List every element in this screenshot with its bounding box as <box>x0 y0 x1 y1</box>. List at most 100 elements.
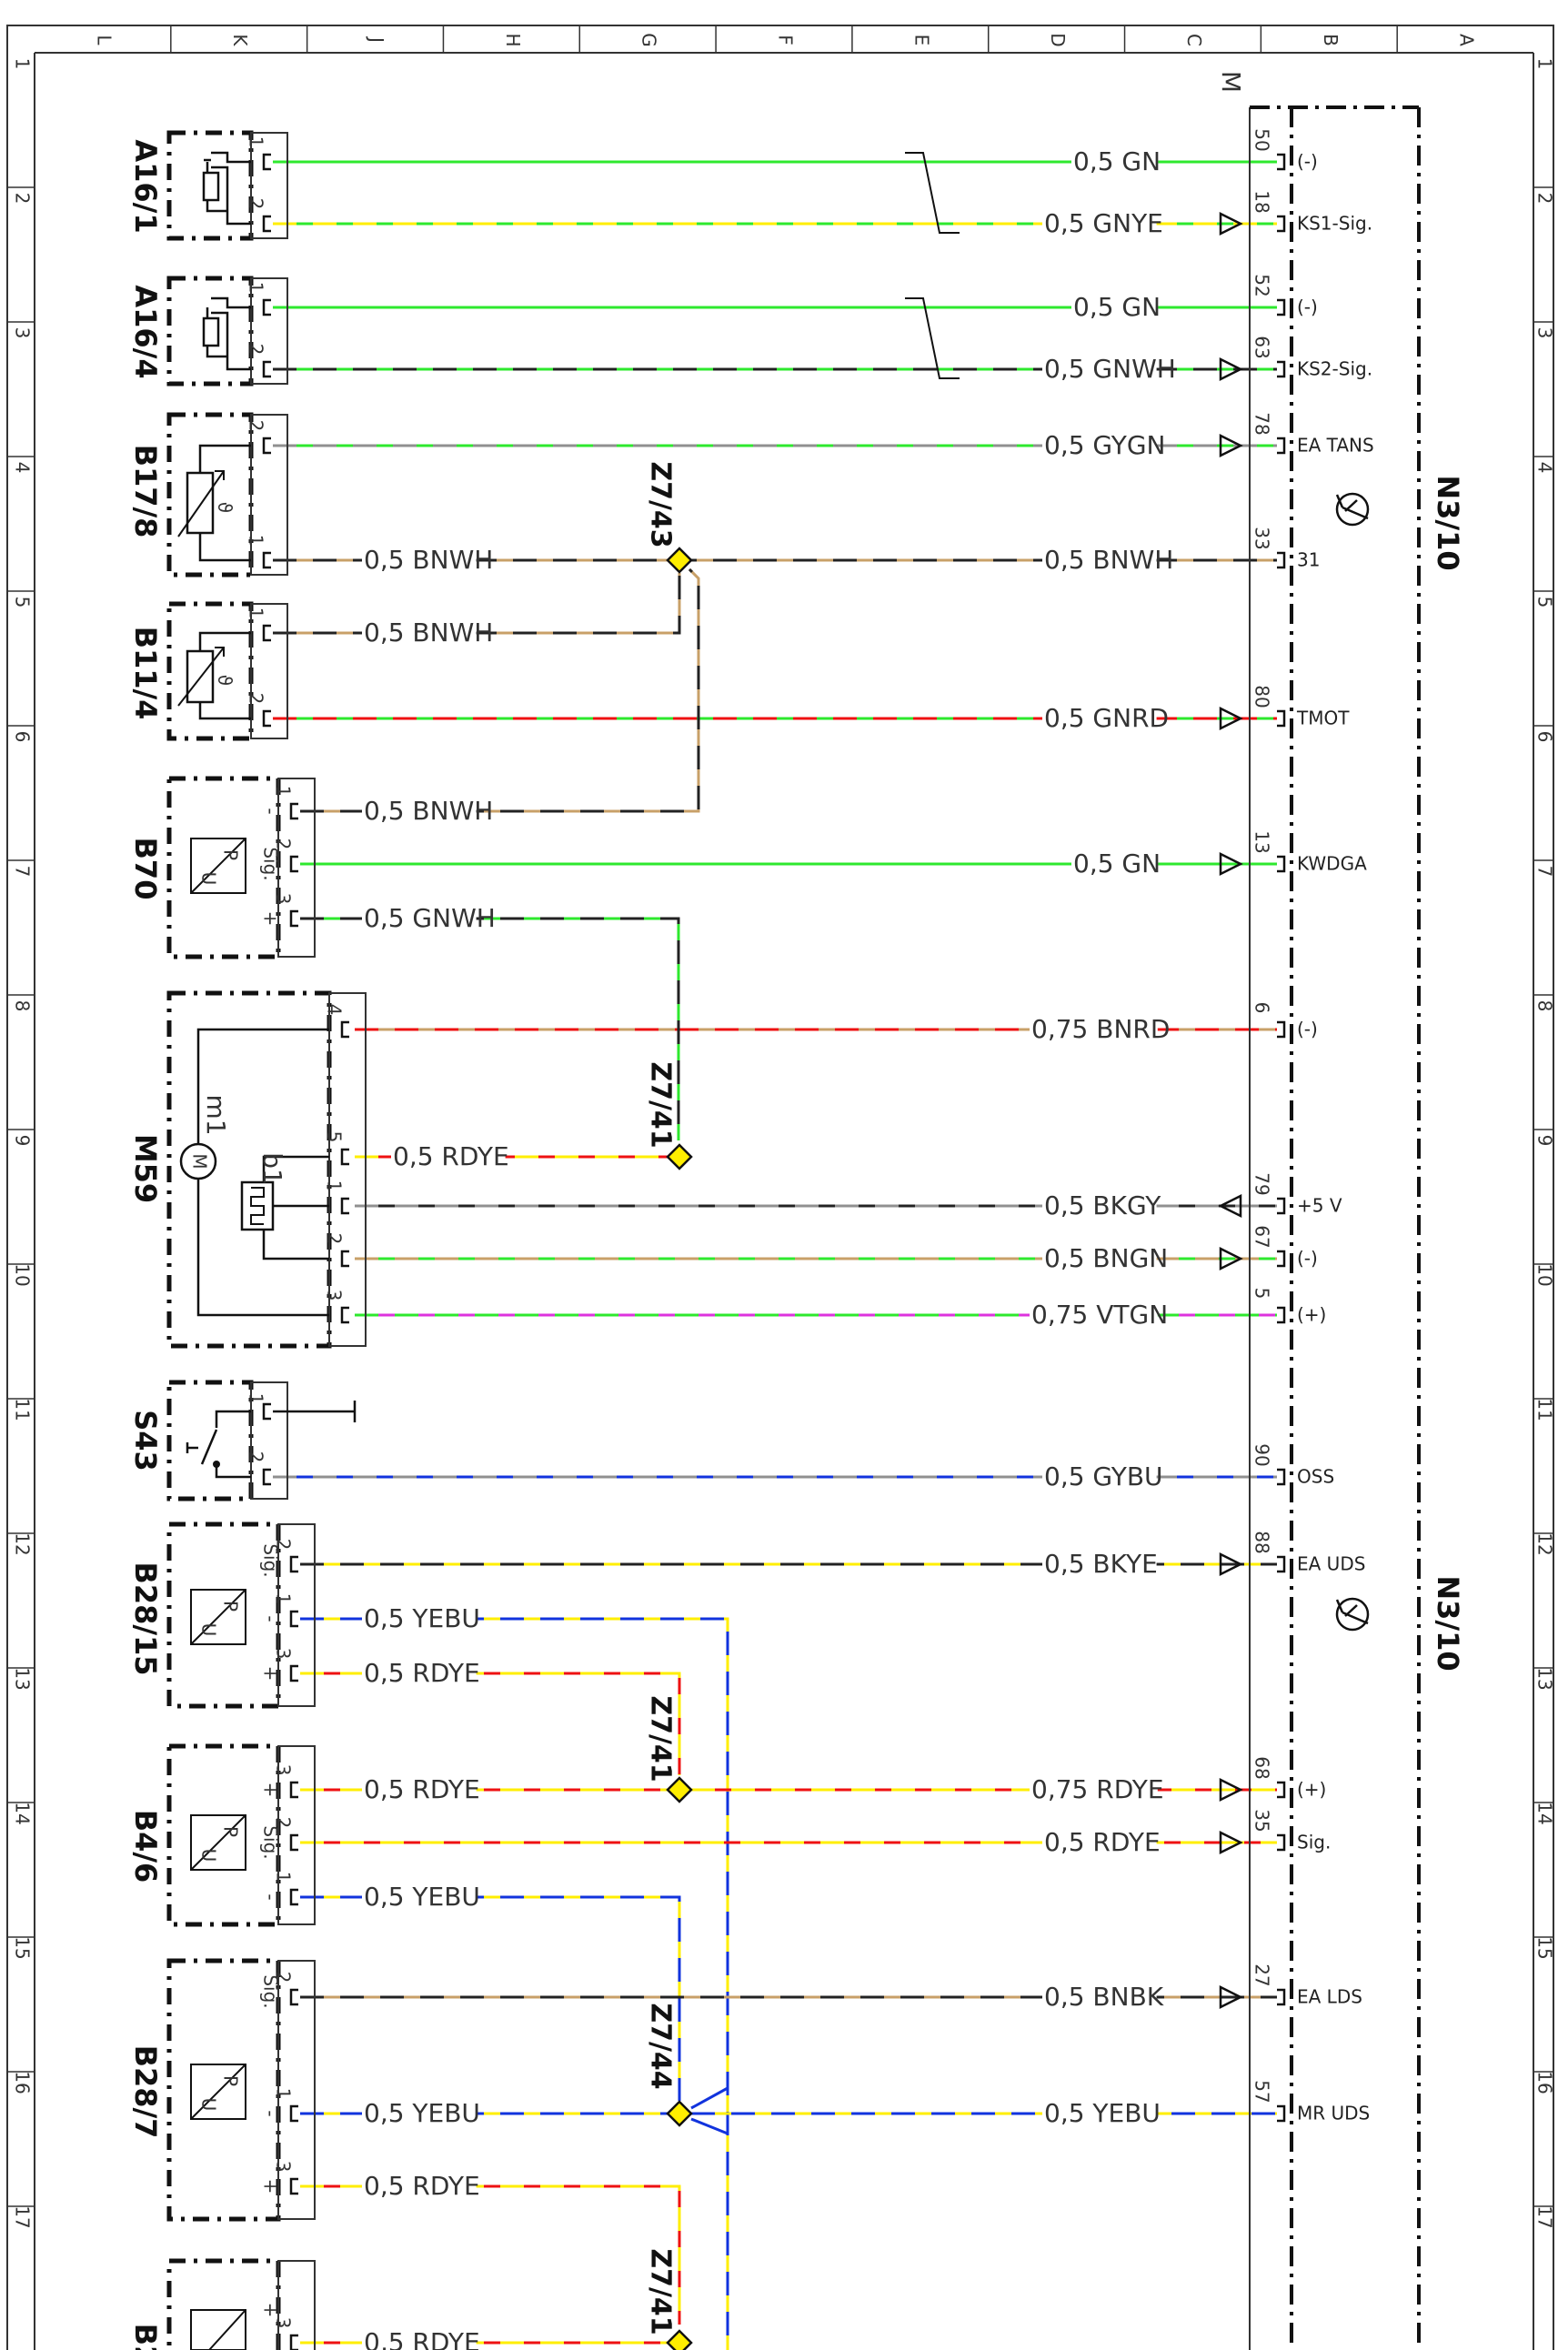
component-border <box>166 412 254 577</box>
component-name-s43: S43 <box>128 1410 163 1471</box>
ecu-pin-number: 33 <box>1251 527 1273 549</box>
wire-label-w9a: 0,5 BNWH <box>364 796 493 826</box>
grid-row-label-right: 12 <box>1534 1532 1556 1555</box>
connector-housing <box>328 992 367 1347</box>
component-terminal <box>262 1402 271 1421</box>
ecu-arrow-in <box>1219 357 1243 382</box>
grid-row-label-left: 14 <box>12 1802 34 1824</box>
grid-col-label: H <box>502 33 524 46</box>
temp-sensor-leads <box>198 444 251 562</box>
ecu-terminal <box>1277 1306 1286 1324</box>
ecu-terminal <box>1277 437 1286 455</box>
component-pin-number: 2 <box>273 1539 295 1551</box>
component-terminal <box>340 1020 349 1039</box>
wire-label-bg <box>362 1775 477 1804</box>
wire-label-bg <box>1042 209 1157 238</box>
sensor-u-mark: U <box>198 872 220 886</box>
ecu-signal-name: KS1-Sig. <box>1297 213 1372 235</box>
wire-label-bg <box>1042 1550 1157 1579</box>
component-pin-number: 2 <box>273 1817 295 1829</box>
knock-sensor-crystal <box>202 316 220 347</box>
component-pin-number: 3 <box>273 893 295 905</box>
component-name-b28-7: B28/7 <box>128 2045 163 2139</box>
motor-symbol <box>179 1142 217 1180</box>
ecu-arrow-in <box>1219 211 1243 236</box>
component-name-b11-4: B11/4 <box>128 627 163 720</box>
component-terminal <box>262 153 271 171</box>
wire-stripe <box>300 567 700 813</box>
wire-label-bg <box>1042 1244 1157 1273</box>
component-terminal <box>340 1197 349 1215</box>
ecu-terminal <box>1277 1781 1286 1799</box>
pin-polarity-mark: - <box>260 2110 282 2116</box>
wire-label-w8: 0,5 GNRD <box>1044 703 1169 733</box>
switch-pivot <box>213 1461 220 1468</box>
wire-w26a <box>300 2184 681 2325</box>
component-terminal <box>340 1306 349 1324</box>
sensor-box <box>190 2064 246 2120</box>
component-terminal <box>289 1610 298 1628</box>
component-name-b70: B70 <box>128 838 163 900</box>
component-pin-number: 3 <box>324 1290 346 1301</box>
sensor-box-partial <box>190 2309 246 2350</box>
grid-row-label-right: 6 <box>1534 731 1556 743</box>
wire-label-bg <box>1042 1462 1157 1491</box>
grid-row-label-left: 3 <box>12 327 34 339</box>
component-terminal <box>289 909 298 928</box>
temp-sensor-arrow <box>177 470 225 537</box>
wire-label-w4: 0,5 GNWH <box>1044 354 1176 384</box>
component-terminal <box>289 1555 298 1573</box>
grid-row-label-left: 12 <box>12 1532 34 1555</box>
grid-row-label-right: 15 <box>1534 1936 1556 1959</box>
ecu-pin <box>1277 551 1286 569</box>
wire-label-w25a: 0,5 YEBU <box>364 2098 480 2128</box>
ecu-pin <box>1219 1246 1286 1271</box>
ecu-signal-name: (+) <box>1297 1304 1326 1326</box>
wire-label-bg <box>1042 1983 1157 2012</box>
sensor-box <box>190 1589 246 1645</box>
knock-sensor-crystal <box>202 171 220 202</box>
motor-leads <box>196 1028 329 1317</box>
switch-contact <box>186 1429 251 1479</box>
component-terminal <box>262 551 271 569</box>
connector-housing <box>277 778 316 958</box>
ecu-signal-name: (-) <box>1297 1019 1318 1040</box>
component-name-b28-15: B28/15 <box>128 1562 163 1675</box>
component-terminal <box>289 1988 298 2006</box>
component-terminal <box>289 855 298 873</box>
component-pin-number: 2 <box>246 420 267 432</box>
wire-label-bg <box>1071 849 1159 879</box>
connector-housing <box>250 603 288 739</box>
temp-sensor-resistor <box>186 471 215 535</box>
component-name-a16-4: A16/4 <box>128 285 163 378</box>
component-pin-number: 3 <box>273 1764 295 1776</box>
wire-label-bg <box>1042 355 1157 384</box>
temp-symbol: ϑ <box>215 502 236 513</box>
ecu-terminal <box>1277 215 1286 233</box>
component-b17-8 <box>166 412 254 577</box>
sensor-box <box>190 1814 246 1871</box>
wire-label-w10: 0,5 GN <box>1073 849 1161 879</box>
wire-label-w26a: 0,5 RDYE <box>364 2171 480 2201</box>
pot-leads <box>262 1155 329 1260</box>
grid-row-label-right: 14 <box>1534 1802 1556 1824</box>
grid-col-label: C <box>1183 34 1205 46</box>
ecu-pin <box>1219 1777 1286 1803</box>
ecu-terminal <box>1277 2104 1286 2123</box>
wire-base <box>300 2184 681 2325</box>
grid-col-label: L <box>93 35 115 45</box>
pressure-sensor-symbol <box>190 838 246 894</box>
ecu-pin <box>1277 298 1286 316</box>
splice-s3 <box>666 1776 693 1803</box>
component-pin-number: 2 <box>273 1972 295 1983</box>
wire-base <box>300 1895 681 2101</box>
ecu-name-lower: N3/10 <box>1431 1575 1465 1671</box>
ecu-pin <box>1277 1306 1286 1324</box>
ecu-signal-name: TMOT <box>1296 708 1350 729</box>
grid-col-label: G <box>638 33 660 47</box>
ecu-arrow-in <box>1219 851 1243 877</box>
wire-label-bg <box>1042 2099 1157 2128</box>
wire-label-bg <box>362 2099 477 2128</box>
ecu-signal-name: (-) <box>1297 1248 1318 1270</box>
